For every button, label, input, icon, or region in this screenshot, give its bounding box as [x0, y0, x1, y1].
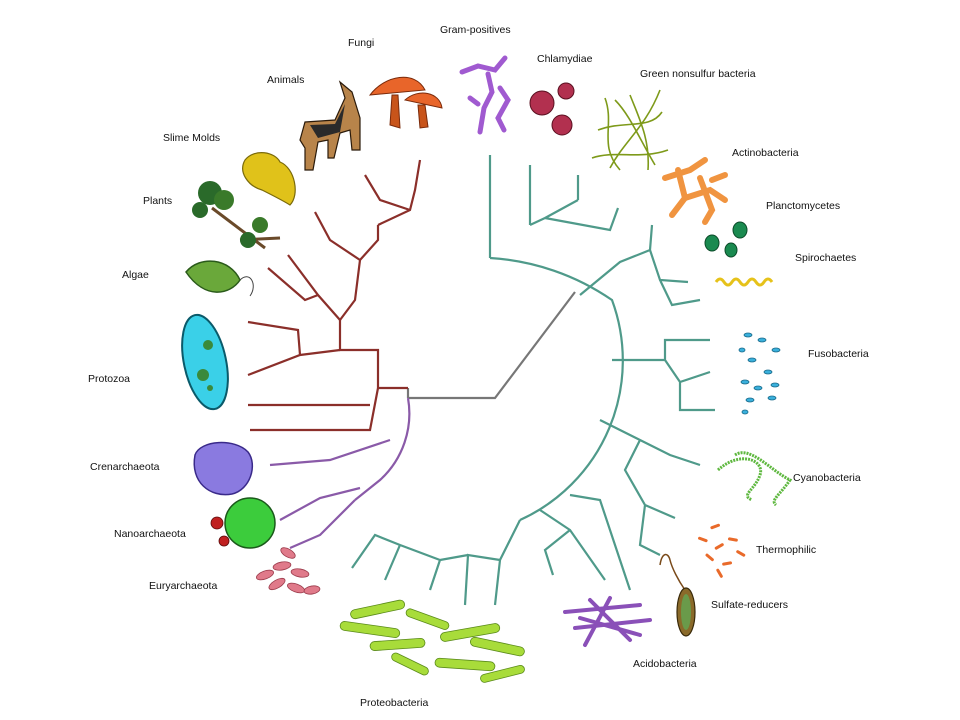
branch-protozoa [247, 320, 370, 407]
branch-algae-plants [267, 254, 341, 321]
fungi-illustration [368, 76, 443, 129]
label-fusobacteria: Fusobacteria [808, 348, 869, 360]
label-animals: Animals [267, 74, 304, 86]
branch-sulfate-group [569, 493, 632, 591]
label-actinobacteria: Actinobacteria [732, 147, 799, 159]
green-nonsulfur-illustration [591, 89, 669, 171]
branch-acidobacteria-group [539, 509, 606, 581]
label-slime-molds: Slime Molds [163, 132, 220, 144]
branch-actinobacteria-group [579, 224, 701, 307]
root-branch [408, 291, 576, 400]
label-protozoa: Protozoa [88, 373, 130, 385]
label-spirochaetes: Spirochaetes [795, 252, 856, 264]
branch-euryarchaeota [289, 499, 356, 550]
acidobacteria-illustration [563, 596, 652, 647]
label-euryarchaeota: Euryarchaeota [149, 580, 217, 592]
thermophilic-illustration [698, 523, 746, 578]
branch-crenarchaeota [269, 438, 391, 467]
label-planctomycetes: Planctomycetes [766, 200, 840, 212]
algae-illustration [185, 260, 254, 297]
euryarchaeota-illustration [256, 547, 321, 595]
label-fungi: Fungi [348, 37, 374, 49]
cyanobacteria-illustration [716, 451, 793, 507]
label-acidobacteria: Acidobacteria [633, 658, 697, 670]
spirochaetes-illustration [714, 277, 774, 287]
label-chlamydiae: Chlamydiae [537, 53, 593, 65]
label-algae: Algae [122, 269, 149, 281]
proteobacteria-illustration [339, 599, 525, 683]
nanoarchaeota-illustration [210, 497, 276, 549]
archaea-main [354, 397, 411, 501]
label-cyanobacteria: Cyanobacteria [793, 472, 861, 484]
plants-illustration [192, 181, 281, 250]
bacteria-main-arc [489, 256, 624, 522]
gram-positives-illustration [459, 55, 511, 135]
slime-molds-illustration [242, 152, 296, 206]
fusobacteria-illustration [738, 332, 781, 415]
label-crenarchaeota: Crenarchaeota [90, 461, 160, 473]
branch-proteobacteria-group [351, 519, 521, 606]
label-thermophilic: Thermophilic [756, 544, 816, 556]
branch-nanoarchaeota [279, 486, 361, 521]
branch-plants-slime [314, 211, 380, 321]
branch-animals-fungi [364, 159, 422, 226]
label-gram-positives: Gram-positives [440, 24, 511, 36]
label-nanoarchaeota: Nanoarchaeota [114, 528, 186, 540]
chlamydiae-illustration [529, 82, 575, 136]
branch-cyanobacteria-group [599, 419, 701, 556]
protozoa-illustration [181, 313, 229, 411]
crenarchaeota-illustration [193, 441, 253, 496]
branch-chlamydiae-group [528, 165, 620, 232]
sulfate-reducers-illustration [659, 553, 696, 637]
animals-illustration [299, 80, 361, 171]
label-sulfate-reducers: Sulfate-reducers [711, 599, 788, 611]
label-plants: Plants [143, 195, 172, 207]
planctomycetes-illustration [704, 221, 748, 258]
actinobacteria-illustration [662, 157, 728, 225]
branch-fusobacteria-group [612, 338, 715, 412]
label-green-nonsulfur: Green nonsulfur bacteria [640, 68, 756, 80]
label-proteobacteria: Proteobacteria [360, 697, 428, 709]
eukarya-main [250, 320, 408, 432]
